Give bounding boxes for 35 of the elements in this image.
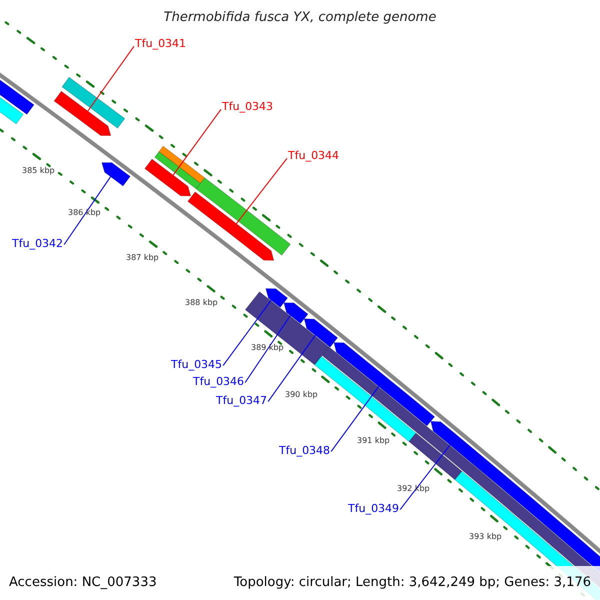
- scale-label: 385 kbp: [22, 167, 55, 175]
- accession-text: Accession: NC_007333: [9, 576, 157, 589]
- leader-line: [64, 176, 112, 246]
- gene-label: Tfu_0341: [135, 38, 186, 49]
- leader-line: [172, 108, 222, 176]
- leader-line: [268, 334, 316, 402]
- scale-label: 389 kbp: [251, 344, 284, 352]
- gene-bar: [284, 302, 308, 324]
- gene-bar: [304, 318, 338, 348]
- gene-bar: [334, 342, 436, 426]
- gene-label: Tfu_0347: [216, 395, 268, 406]
- gene-label: Tfu_0348: [279, 445, 330, 456]
- leader-line: [87, 46, 134, 112]
- title: Thermobifida fusca YX, complete genome: [162, 11, 438, 24]
- leader-line: [236, 158, 288, 224]
- leader-line: [244, 315, 291, 384]
- scale-label: 393 kbp: [469, 533, 502, 541]
- gene-bar: [144, 158, 192, 196]
- gene-label: Tfu_0345: [171, 359, 222, 370]
- gene-label: Tfu_0349: [348, 503, 400, 514]
- scale-label: 388 kbp: [185, 299, 218, 307]
- scale-label: 391 kbp: [357, 437, 390, 445]
- leader-line: [400, 444, 450, 510]
- gene-bar: [187, 191, 274, 261]
- gene-bar: [54, 90, 112, 136]
- gene-bar: [265, 288, 288, 308]
- gene-label: Tfu_0342: [12, 238, 64, 249]
- genome-stats-text: Topology: circular; Length: 3,642,249 bp; Genes: 3,176: [234, 576, 591, 589]
- gene-bar: [430, 420, 482, 465]
- gene-label: Tfu_0343: [222, 101, 274, 112]
- gene-bar: [101, 162, 131, 186]
- leader-line: [330, 386, 380, 452]
- leader-line: [222, 300, 272, 366]
- gene-label: Tfu_0346: [193, 376, 244, 387]
- gene-label: Tfu_0344: [288, 150, 340, 161]
